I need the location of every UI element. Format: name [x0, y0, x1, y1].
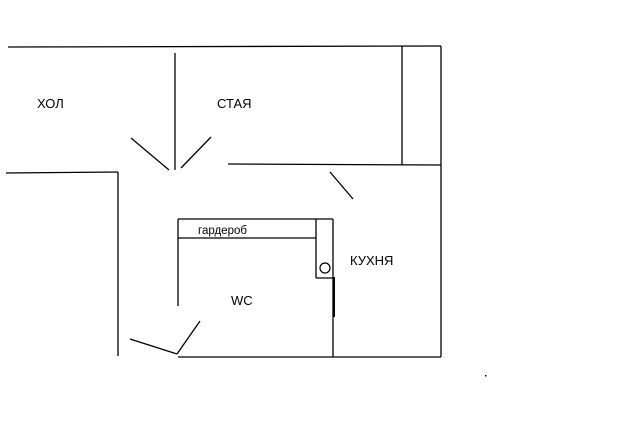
stray-dot — [485, 375, 487, 377]
room-label-hall: ХОЛ — [37, 96, 64, 111]
living-room-walls — [227, 46, 442, 166]
room-label-living-room: СТАЯ — [217, 96, 252, 111]
room-label-wc: WC — [231, 293, 253, 308]
living-room-door-leaf — [180, 136, 212, 169]
room-label-wardrobe: гардероб — [198, 225, 247, 237]
hall-door-leaf — [130, 137, 170, 171]
room-label-kitchen: КУХНЯ — [350, 253, 393, 268]
wc-block — [177, 218, 335, 357]
living-room-bottom-wall — [227, 163, 442, 166]
outer-walls — [7, 45, 442, 358]
kitchen-door-leaf — [329, 171, 354, 200]
wc-door-leaf-left — [129, 338, 178, 355]
hall-bottom-wall — [5, 171, 119, 174]
wc-door-leaf-right — [176, 320, 201, 355]
doors — [129, 136, 354, 355]
top-wall — [7, 45, 442, 48]
shaft-pipe-icon — [319, 262, 331, 274]
hall-walls — [5, 53, 176, 356]
